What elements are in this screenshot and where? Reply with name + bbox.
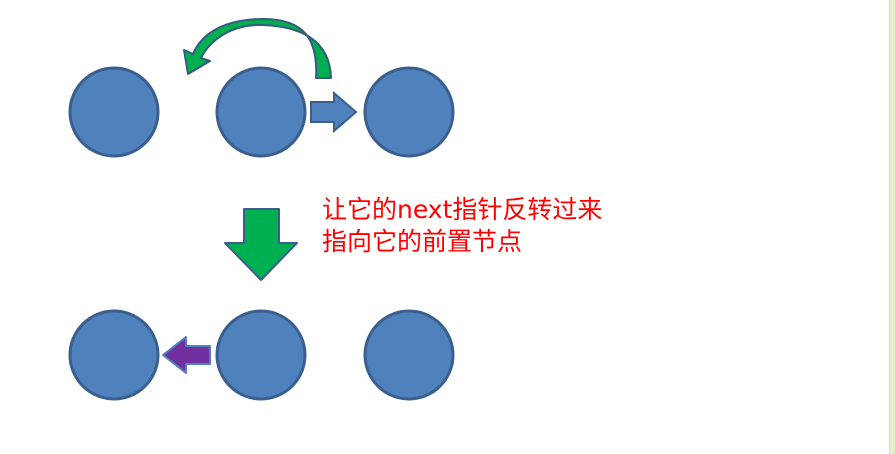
bottom-node-1 — [68, 309, 160, 401]
reversed-pointer-arrow — [162, 336, 211, 374]
caption-line-1: 让它的next指针反转过来 — [322, 195, 603, 224]
caption: 让它的next指针反转过来 指向它的前置节点 — [322, 194, 602, 258]
slide-edge — [889, 0, 895, 454]
next-pointer-arrow — [310, 90, 358, 134]
bottom-node-3 — [363, 309, 455, 401]
bottom-node-2 — [215, 309, 307, 401]
top-node-1 — [68, 66, 160, 158]
curved-reverse-arrow — [183, 18, 332, 79]
caption-line-2: 指向它的前置节点 — [322, 227, 523, 256]
top-node-3 — [363, 66, 455, 158]
down-arrow — [224, 208, 298, 281]
top-node-2 — [215, 66, 307, 158]
